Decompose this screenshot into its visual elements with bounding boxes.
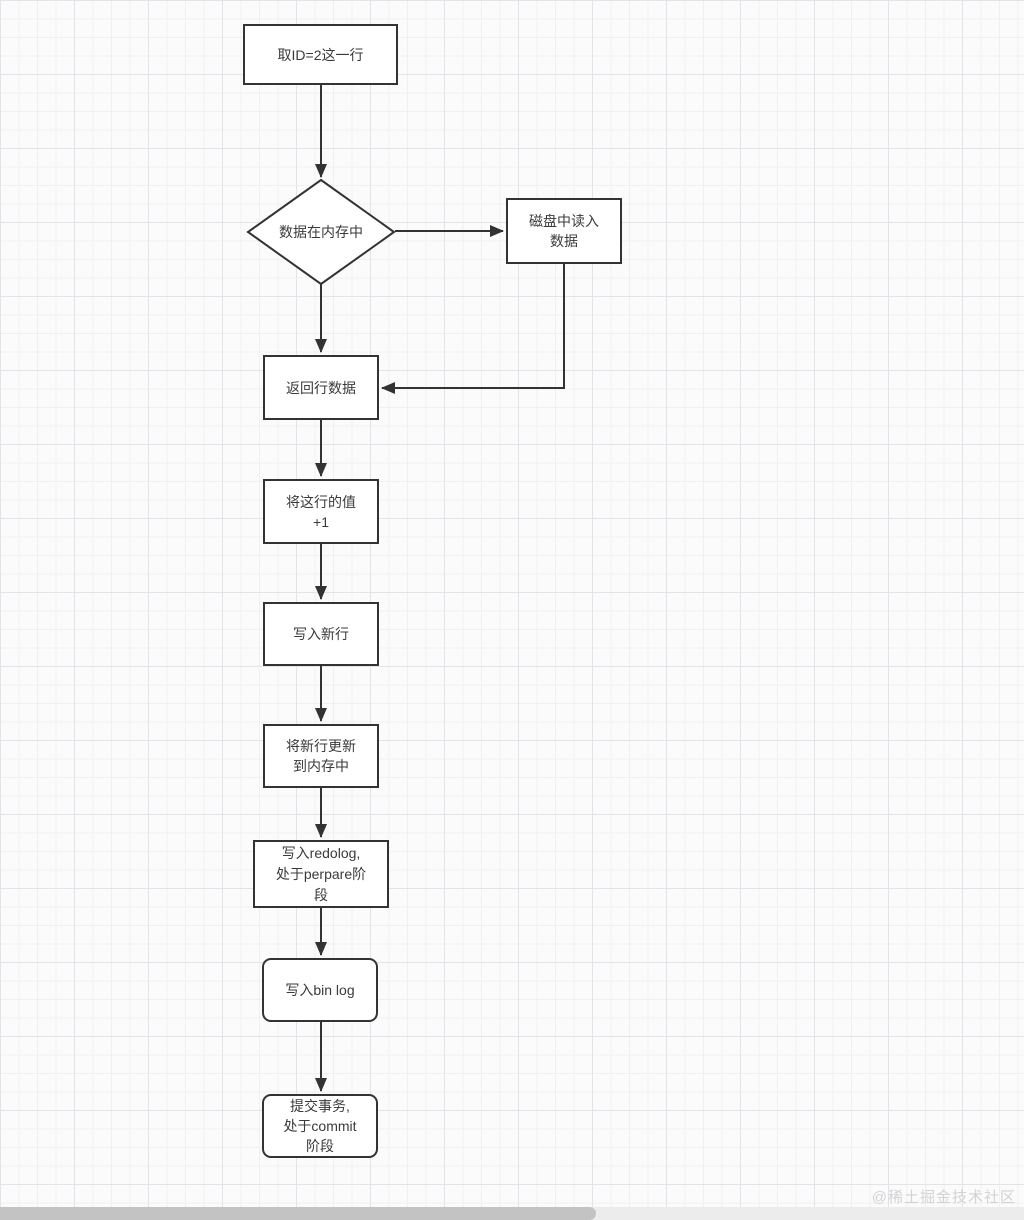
node-write-binlog-label: 写入bin log <box>285 982 355 998</box>
node-return-row-label: 返回行数据 <box>286 379 356 396</box>
node-write-new-row-label: 写入新行 <box>293 626 349 642</box>
node-fetch-row[interactable]: 取ID=2这一行 <box>243 24 398 85</box>
node-read-from-disk[interactable]: 磁盘中读入 数据 <box>506 198 622 264</box>
node-increment-value[interactable]: 将这行的值 +1 <box>263 479 379 544</box>
node-update-memory-label: 将新行更新 到内存中 <box>286 738 356 774</box>
node-write-redolog[interactable]: 写入redolog, 处于perpare阶 段 <box>253 840 389 908</box>
node-commit-transaction-label: 提交事务, 处于commit 阶段 <box>283 1098 357 1154</box>
node-write-binlog[interactable]: 写入bin log <box>262 958 378 1022</box>
node-write-new-row[interactable]: 写入新行 <box>263 602 379 666</box>
node-write-redolog-label: 写入redolog, 处于perpare阶 段 <box>275 844 367 903</box>
node-commit-transaction[interactable]: 提交事务, 处于commit 阶段 <box>262 1094 378 1158</box>
horizontal-scrollbar[interactable] <box>0 1207 1024 1220</box>
node-return-row[interactable]: 返回行数据 <box>263 355 379 420</box>
node-read-from-disk-label: 磁盘中读入 数据 <box>529 213 599 249</box>
arrow-disk-to-return <box>381 264 565 394</box>
node-update-memory[interactable]: 将新行更新 到内存中 <box>263 724 379 788</box>
node-increment-value-label: 将这行的值 +1 <box>286 493 356 530</box>
node-data-in-memory-label: 数据在内存中 <box>279 224 363 240</box>
horizontal-scrollbar-thumb[interactable] <box>0 1207 596 1220</box>
node-fetch-row-label: 取ID=2这一行 <box>277 46 364 63</box>
watermark: @稀土掘金技术社区 <box>871 1189 1016 1206</box>
